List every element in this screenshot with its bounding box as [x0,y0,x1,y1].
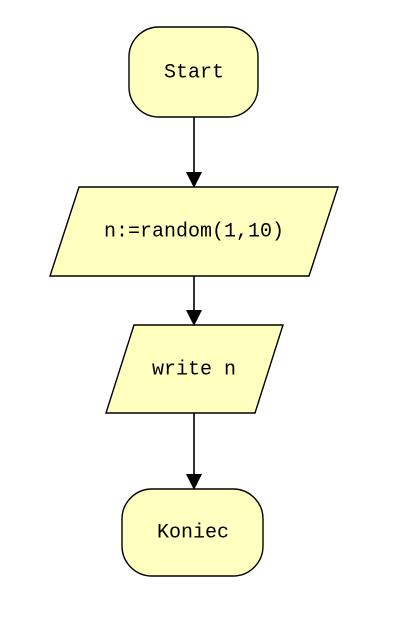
output-parallelogram-shape [105,324,284,414]
output-label: write n [152,358,236,381]
start-node: Start [128,26,259,118]
end-label: Koniec [157,521,229,544]
edge-assign-to-output [186,276,202,326]
assign-node: n:=random(1,10) [49,186,339,277]
end-terminator-shape [121,488,264,577]
edge-output-to-end [186,413,202,490]
assign-label: n:=random(1,10) [104,220,284,243]
output-node: write n [105,324,284,414]
start-label: Start [164,61,224,84]
start-terminator-shape [128,26,259,118]
end-node: Koniec [121,488,264,577]
edge-start-to-assign [186,117,202,188]
assign-parallelogram-shape [49,186,339,277]
